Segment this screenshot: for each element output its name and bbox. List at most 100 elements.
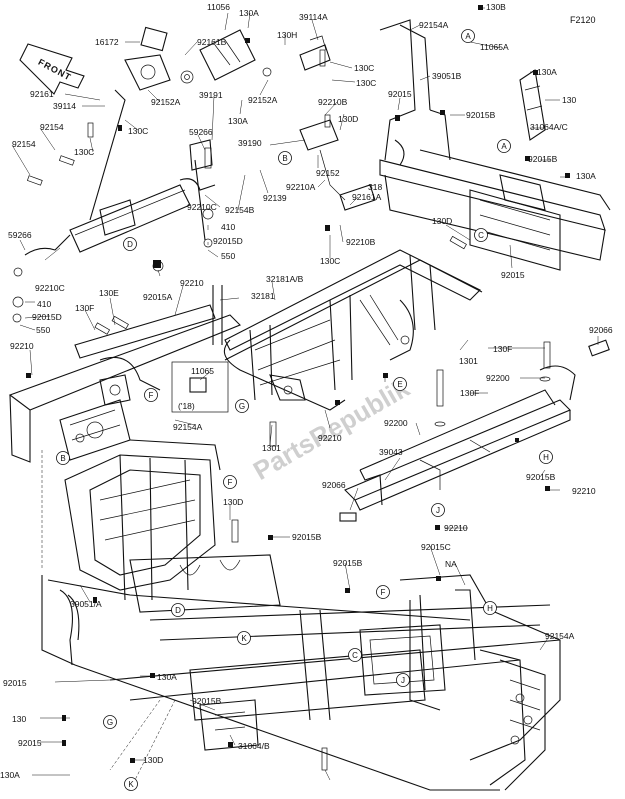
part-label: 92015D xyxy=(213,236,243,246)
part-label: 130A xyxy=(239,8,259,18)
part-label: 92154 xyxy=(40,122,64,132)
part-label: 39051B xyxy=(432,71,462,81)
callout-h-top: H xyxy=(539,450,553,464)
callout-j-bottom: J xyxy=(396,673,410,687)
part-label: 92210B xyxy=(346,237,376,247)
part-label: 92066 xyxy=(589,325,613,335)
watermark: PartsRepublik xyxy=(248,372,415,486)
part-label: 92066 xyxy=(322,480,346,490)
main-frame xyxy=(41,439,561,791)
part-label: 16172 xyxy=(95,37,119,47)
part-label: 130C xyxy=(354,63,374,73)
part-label: 92210 xyxy=(318,433,342,443)
part-label: 32181 xyxy=(251,291,275,301)
part-label: 31064/B xyxy=(238,741,270,751)
callout-h-bottom: H xyxy=(483,601,497,615)
part-label: 92015 xyxy=(18,738,42,748)
callout-a-top: A xyxy=(461,29,475,43)
part-label: 92161 xyxy=(30,89,54,99)
part-label: 92154 xyxy=(12,139,36,149)
callout-e: E xyxy=(393,377,407,391)
inset-label: ('18) xyxy=(178,401,195,411)
rear-cross-frame xyxy=(339,339,610,522)
part-label: 92015B xyxy=(466,110,496,120)
callout-g-bottom: G xyxy=(103,715,117,729)
svg-text:E: E xyxy=(397,380,402,389)
part-label: 130A xyxy=(0,770,20,780)
svg-text:H: H xyxy=(543,453,549,462)
part-label: 130A xyxy=(537,67,557,77)
svg-text:F: F xyxy=(149,391,154,400)
mid-frame xyxy=(8,249,483,463)
svg-text:C: C xyxy=(352,651,358,660)
svg-text:F: F xyxy=(381,588,386,597)
part-label: 410 xyxy=(221,222,235,232)
callout-c-bottom: C xyxy=(348,648,362,662)
part-label: 39114A xyxy=(299,12,328,22)
svg-text:D: D xyxy=(127,240,133,249)
front-arrow-label: FRONT xyxy=(37,57,73,83)
inset-box: ('18) xyxy=(171,361,229,413)
part-label: 130A xyxy=(576,171,596,181)
part-label: 130F xyxy=(75,303,94,313)
part-label: 11065 xyxy=(191,366,214,376)
part-label: 130A xyxy=(228,116,248,126)
fasteners xyxy=(26,5,570,771)
part-label: 92152A xyxy=(248,95,278,105)
part-label: 92015D xyxy=(32,312,62,322)
part-label: 130C xyxy=(128,126,148,136)
callout-j-top: J xyxy=(431,503,445,517)
part-label: 92015C xyxy=(421,542,451,552)
part-label: 92015B xyxy=(292,532,322,542)
part-label: 92015 xyxy=(501,270,525,280)
front-arrow-icon: FRONT xyxy=(19,43,85,95)
svg-text:A: A xyxy=(465,32,471,41)
svg-text:K: K xyxy=(128,780,134,789)
part-label: 1301 xyxy=(459,356,478,366)
part-label: 130H xyxy=(277,30,297,40)
part-label: 92161B xyxy=(197,37,227,47)
part-label: 550 xyxy=(36,325,50,335)
part-label: 59266 xyxy=(189,127,213,137)
cargo-frame xyxy=(379,19,611,271)
callout-f-bottom: F xyxy=(376,585,390,599)
part-label: 31064A/C xyxy=(530,122,568,132)
part-label: 11065A xyxy=(480,42,509,52)
part-label: 92210 xyxy=(180,278,204,288)
part-label: 130B xyxy=(486,2,506,12)
callout-b-top: B xyxy=(278,151,292,165)
part-label: 92139 xyxy=(263,193,287,203)
part-label: 39190 xyxy=(238,138,262,148)
part-label: 92161A xyxy=(352,192,382,202)
svg-text:F: F xyxy=(228,478,233,487)
part-label: 130C xyxy=(320,256,340,266)
part-label: NA xyxy=(445,559,457,569)
part-label: 92154A xyxy=(419,20,449,30)
svg-text:G: G xyxy=(239,402,245,411)
part-label: 1301 xyxy=(262,443,281,453)
part-label: 318 xyxy=(368,182,382,192)
part-label: 11056 xyxy=(207,2,230,12)
part-label: 130C xyxy=(74,147,94,157)
part-label: 130D xyxy=(143,755,163,765)
part-label: 130 xyxy=(12,714,26,724)
part-label: 92210C xyxy=(35,283,65,293)
part-label: 92154A xyxy=(545,631,575,641)
part-label: 92015B xyxy=(333,558,363,568)
svg-text:D: D xyxy=(175,606,181,615)
callout-f-mid: F xyxy=(223,475,237,489)
leader-lines xyxy=(11,7,599,781)
part-label: 130F xyxy=(460,388,479,398)
part-label: 92152A xyxy=(151,97,181,107)
part-label: 550 xyxy=(221,251,235,261)
svg-text:B: B xyxy=(282,154,287,163)
callout-k-bottom: K xyxy=(124,777,138,791)
part-label: 92015B xyxy=(192,696,222,706)
part-label: 92015 xyxy=(388,89,412,99)
part-labels: 11056 130A 130B 39114A 92154A 11065A 130… xyxy=(0,2,613,780)
part-label: 130D xyxy=(338,114,358,124)
part-label: 410 xyxy=(37,299,51,309)
part-label: 130 xyxy=(562,95,576,105)
part-label: 92210A xyxy=(286,182,316,192)
figure-code: F2120 xyxy=(570,15,596,25)
